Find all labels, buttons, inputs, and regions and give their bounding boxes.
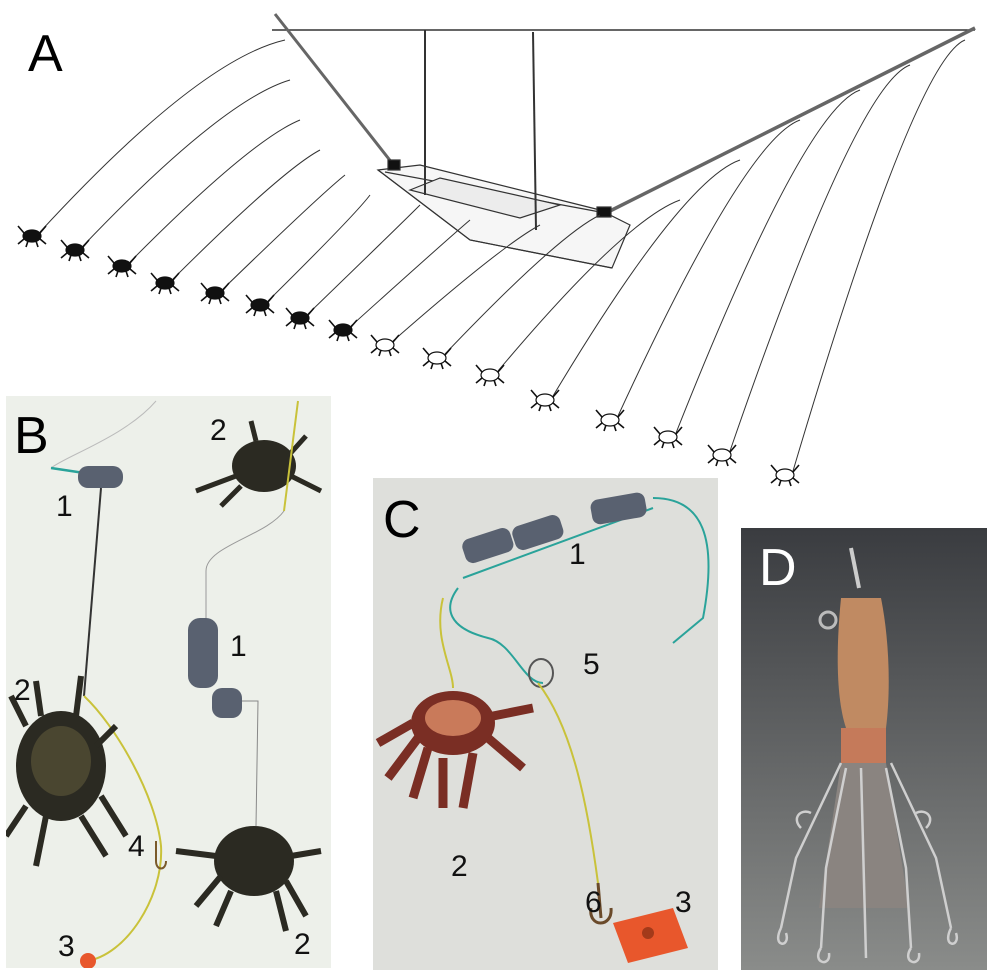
crab-icon bbox=[286, 308, 314, 329]
crab-icon bbox=[176, 826, 321, 931]
weight-icon bbox=[212, 688, 242, 718]
fishing-line bbox=[40, 40, 285, 232]
fishing-line bbox=[223, 175, 345, 289]
label-b-weight-1-right: 1 bbox=[230, 632, 247, 662]
fishing-line bbox=[351, 220, 470, 326]
fishing-line bbox=[268, 195, 370, 301]
crab-icon bbox=[61, 240, 89, 261]
crab-icon bbox=[151, 273, 179, 294]
crab-icon bbox=[371, 335, 399, 356]
weight-icon bbox=[589, 491, 648, 525]
crab-icon bbox=[329, 320, 357, 341]
weight-icon bbox=[78, 466, 123, 488]
crab-icon bbox=[708, 445, 736, 466]
weight-icon bbox=[510, 513, 565, 552]
crab-icon bbox=[771, 465, 799, 486]
panel-c-photo: C 1 5 2 6 3 bbox=[373, 478, 718, 970]
panel-b-label: B bbox=[14, 410, 49, 462]
label-c-loop-5: 5 bbox=[583, 650, 600, 680]
label-b-crab-2-top: 2 bbox=[210, 416, 227, 446]
crab-icon bbox=[108, 256, 136, 277]
label-b-crab-2-left: 2 bbox=[14, 676, 31, 706]
fishing-line bbox=[173, 150, 320, 279]
panel-b-illustration bbox=[6, 396, 331, 968]
crab-icon bbox=[378, 691, 533, 808]
fishing-line bbox=[730, 65, 910, 451]
crab-icon bbox=[18, 226, 46, 247]
panel-c-label: C bbox=[383, 494, 421, 546]
panel-b-photo: B 1 2 1 2 4 3 2 bbox=[6, 396, 331, 968]
float-icon bbox=[80, 953, 96, 968]
label-c-float-3: 3 bbox=[675, 888, 692, 918]
label-c-hook-6: 6 bbox=[585, 888, 602, 918]
fishing-line bbox=[83, 80, 290, 246]
label-b-float-3: 3 bbox=[58, 932, 75, 962]
fishing-line bbox=[130, 120, 300, 262]
label-c-crab-2: 2 bbox=[451, 852, 468, 882]
weight-icon bbox=[460, 526, 515, 565]
crab-icon bbox=[246, 295, 274, 316]
label-b-hook-4: 4 bbox=[128, 832, 145, 862]
panel-d-label: D bbox=[759, 542, 797, 594]
label-c-weight-1: 1 bbox=[569, 540, 586, 570]
label-b-crab-2-bottom: 2 bbox=[294, 930, 311, 960]
crab-icon bbox=[654, 427, 682, 448]
fishing-line bbox=[618, 120, 800, 416]
crab-icon bbox=[201, 283, 229, 304]
weight-icon bbox=[188, 618, 218, 688]
fishing-line bbox=[676, 90, 860, 433]
fishing-line bbox=[308, 205, 420, 314]
panel-a-label: A bbox=[28, 28, 63, 80]
panel-d-photo: D bbox=[741, 528, 987, 970]
label-b-weight-1: 1 bbox=[56, 492, 73, 522]
crab-icon bbox=[423, 348, 451, 369]
panel-c-illustration bbox=[373, 478, 718, 970]
